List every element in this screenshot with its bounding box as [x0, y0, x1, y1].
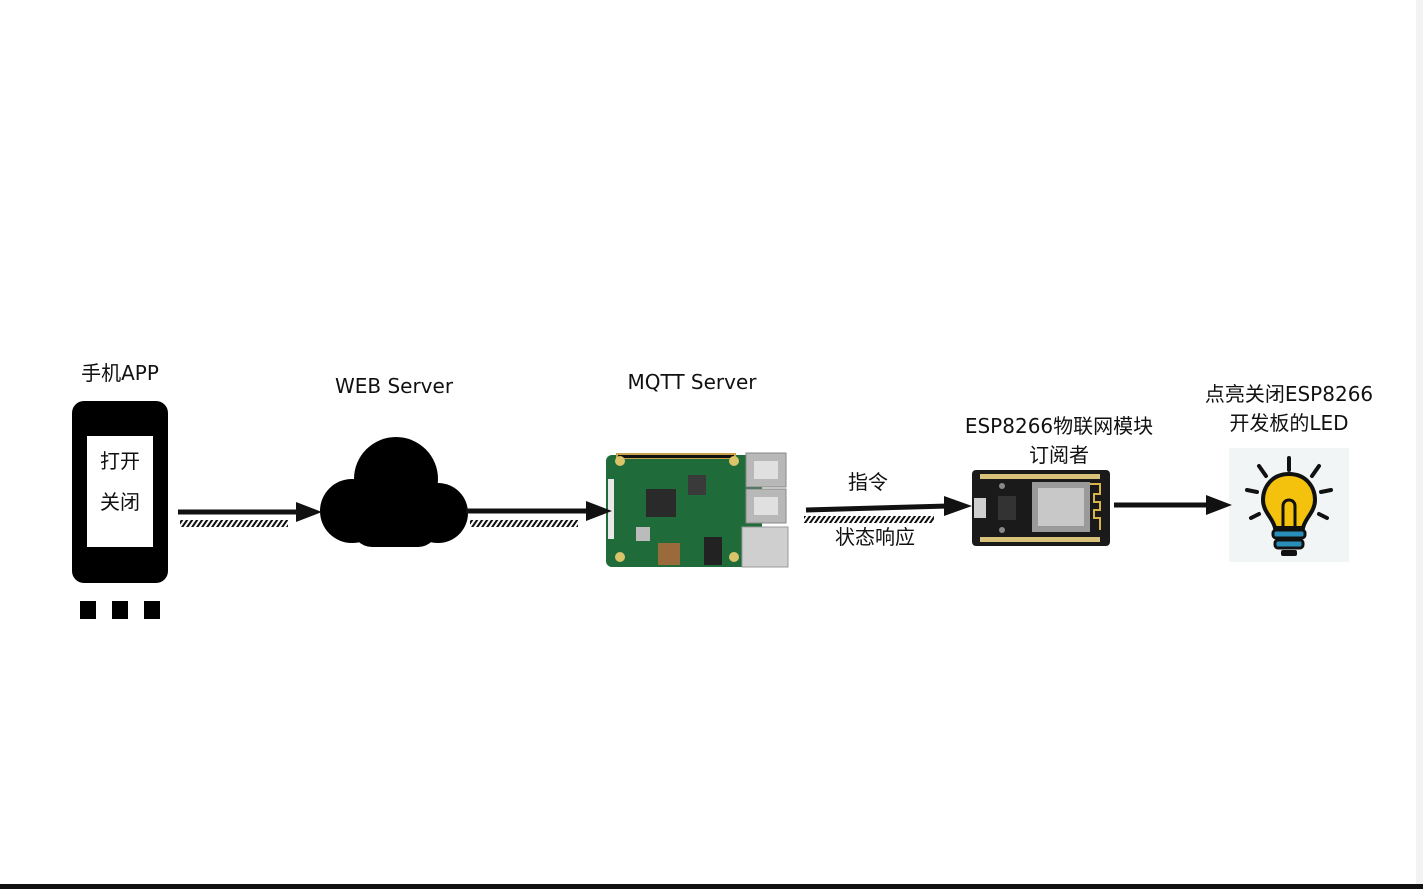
- arrow-mqtt-to-esp: [804, 496, 972, 523]
- arrow-web-to-mqtt: [466, 501, 612, 527]
- status-response-label: 状态响应: [835, 525, 915, 549]
- phone-dots: [80, 601, 160, 619]
- led-subtitle: 开发板的LED: [1229, 411, 1349, 435]
- raspberry-pi-board-icon: [606, 452, 789, 568]
- light-bulb-tile: [1229, 448, 1349, 562]
- esp8266-board-icon: [972, 470, 1110, 546]
- led-title: 点亮关闭ESP8266: [1204, 382, 1374, 406]
- light-bulb-icon: [1245, 456, 1333, 556]
- esp-subscriber-label: 订阅者: [1029, 443, 1089, 467]
- arrow-esp-to-led: [1114, 495, 1232, 515]
- command-label: 指令: [848, 470, 888, 494]
- web-server-title: WEB Server: [334, 374, 454, 398]
- arrow-phone-to-web: [178, 502, 322, 527]
- phone-screen: 打开 关闭: [87, 436, 153, 547]
- bottom-bar: [0, 884, 1423, 889]
- open-button[interactable]: 打开: [100, 449, 140, 473]
- close-button[interactable]: 关闭: [100, 490, 140, 514]
- phone-device: 打开 关闭: [72, 401, 168, 583]
- right-edge-strip: [1416, 0, 1423, 884]
- cloud-icon: [320, 437, 468, 547]
- esp-module-title: ESP8266物联网模块: [964, 414, 1154, 438]
- phone-app-title: 手机APP: [81, 361, 159, 385]
- mqtt-server-title: MQTT Server: [627, 370, 757, 394]
